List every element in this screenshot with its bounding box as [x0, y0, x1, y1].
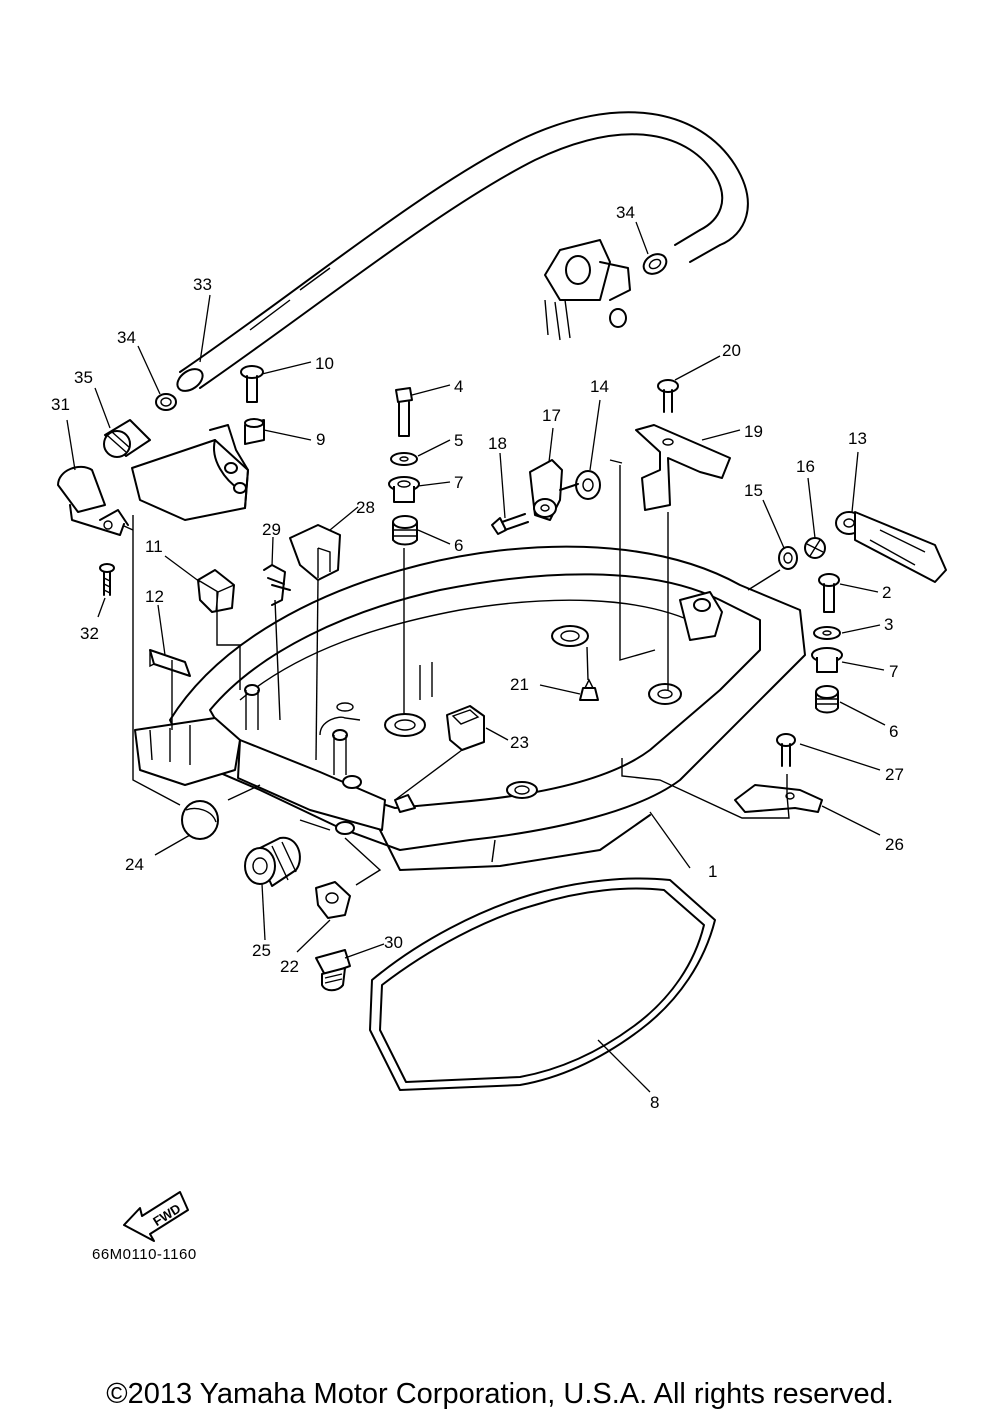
- callout-1: 1: [708, 862, 717, 881]
- callout-3: 3: [884, 615, 893, 634]
- grommet-part-6-right: [815, 685, 839, 714]
- callout-6-left: 6: [454, 536, 463, 555]
- bolt-part-18: [491, 513, 529, 535]
- callout-7-right: 7: [889, 662, 898, 681]
- callout-12: 12: [145, 587, 164, 606]
- callout-15: 15: [744, 481, 763, 500]
- callout-16: 16: [796, 457, 815, 476]
- bracket-plate: [131, 424, 249, 521]
- bolt-part-2: [818, 573, 840, 613]
- hose-clamp-part-34-lower: [155, 393, 177, 411]
- collar-part-9: [244, 418, 265, 445]
- collar-part-7-left: [388, 476, 420, 503]
- lever-part-17: [529, 459, 563, 521]
- callout-11: 11: [145, 537, 163, 556]
- callout-7-left: 7: [454, 473, 463, 492]
- bolt-part-4: [395, 387, 413, 437]
- bolt-part-20: [657, 379, 679, 413]
- callout-23: 23: [510, 733, 529, 752]
- callout-6-right: 6: [889, 722, 898, 741]
- rubber-seal-part-12: [149, 649, 191, 677]
- callout-24: 24: [125, 855, 144, 874]
- grommet-part-14: [559, 470, 601, 500]
- fwd-arrow-icon: FWD: [123, 1191, 189, 1242]
- engine-fitting-detail: [544, 239, 631, 341]
- screw-part-32: [99, 563, 115, 596]
- callout-28: 28: [356, 498, 375, 517]
- cap-part-24: [181, 800, 219, 840]
- drawing-code: 66M0110-1160: [92, 1246, 197, 1263]
- callout-labels: 1 2 3 4 5 6 6 7 7 8 9 10 11 12 13 14 15 …: [51, 203, 904, 1112]
- callout-32: 32: [80, 624, 99, 643]
- plate-part-19: [635, 424, 731, 511]
- plug-part-21: [579, 678, 599, 701]
- grommet-part-30: [315, 949, 351, 992]
- callout-10: 10: [315, 354, 334, 373]
- holder-part-31: [57, 465, 129, 536]
- callout-2: 2: [882, 583, 891, 602]
- callout-5: 5: [454, 431, 463, 450]
- callout-18: 18: [488, 434, 507, 453]
- plate-part-26: [734, 784, 823, 813]
- holder-part-28: [289, 524, 341, 581]
- callout-27: 27: [885, 765, 904, 784]
- callout-14: 14: [590, 377, 609, 396]
- plate-part-22: [315, 881, 351, 919]
- callout-9: 9: [316, 430, 325, 449]
- callout-29: 29: [262, 520, 281, 539]
- copyright-notice: ©2013 Yamaha Motor Corporation, U.S.A. A…: [106, 1378, 894, 1410]
- callout-34-upper: 34: [616, 203, 635, 222]
- hose-part-33: [176, 111, 749, 392]
- callout-34-lower: 34: [117, 328, 136, 347]
- callout-35: 35: [74, 368, 93, 387]
- lever-part-13: [835, 511, 947, 583]
- callout-13: 13: [848, 429, 867, 448]
- callout-26: 26: [885, 835, 904, 854]
- callout-25: 25: [252, 941, 271, 960]
- seal-part-8: [369, 877, 716, 1091]
- callout-8: 8: [650, 1093, 659, 1112]
- callout-19: 19: [744, 422, 763, 441]
- grommet-part-25: [244, 836, 301, 887]
- callout-31: 31: [51, 395, 70, 414]
- callout-30: 30: [384, 933, 403, 952]
- callout-22: 22: [280, 957, 299, 976]
- bolt-part-27: [776, 733, 796, 767]
- grommet-part-15: [778, 546, 798, 570]
- bolt-part-10: [240, 365, 264, 403]
- grommet-part-23: [446, 705, 485, 751]
- callout-17: 17: [542, 406, 561, 425]
- callout-20: 20: [722, 341, 741, 360]
- callout-4: 4: [454, 377, 463, 396]
- clip-part-29: [263, 564, 291, 606]
- washer-part-16: [804, 537, 826, 559]
- hose-nipple-part-35: [103, 419, 151, 458]
- callout-21: 21: [510, 675, 529, 694]
- collar-part-7-right: [811, 647, 843, 673]
- washer-part-5: [390, 452, 418, 466]
- hose-clamp-part-34-upper: [642, 253, 668, 275]
- construction-lines: [123, 459, 790, 886]
- washer-part-3: [813, 626, 841, 640]
- bottom-cowling-part-1: [134, 545, 806, 871]
- grommet-part-6-left: [392, 515, 418, 546]
- grommet-part-11: [197, 569, 235, 613]
- callout-leaders: [66, 221, 886, 1093]
- callout-33: 33: [193, 275, 212, 294]
